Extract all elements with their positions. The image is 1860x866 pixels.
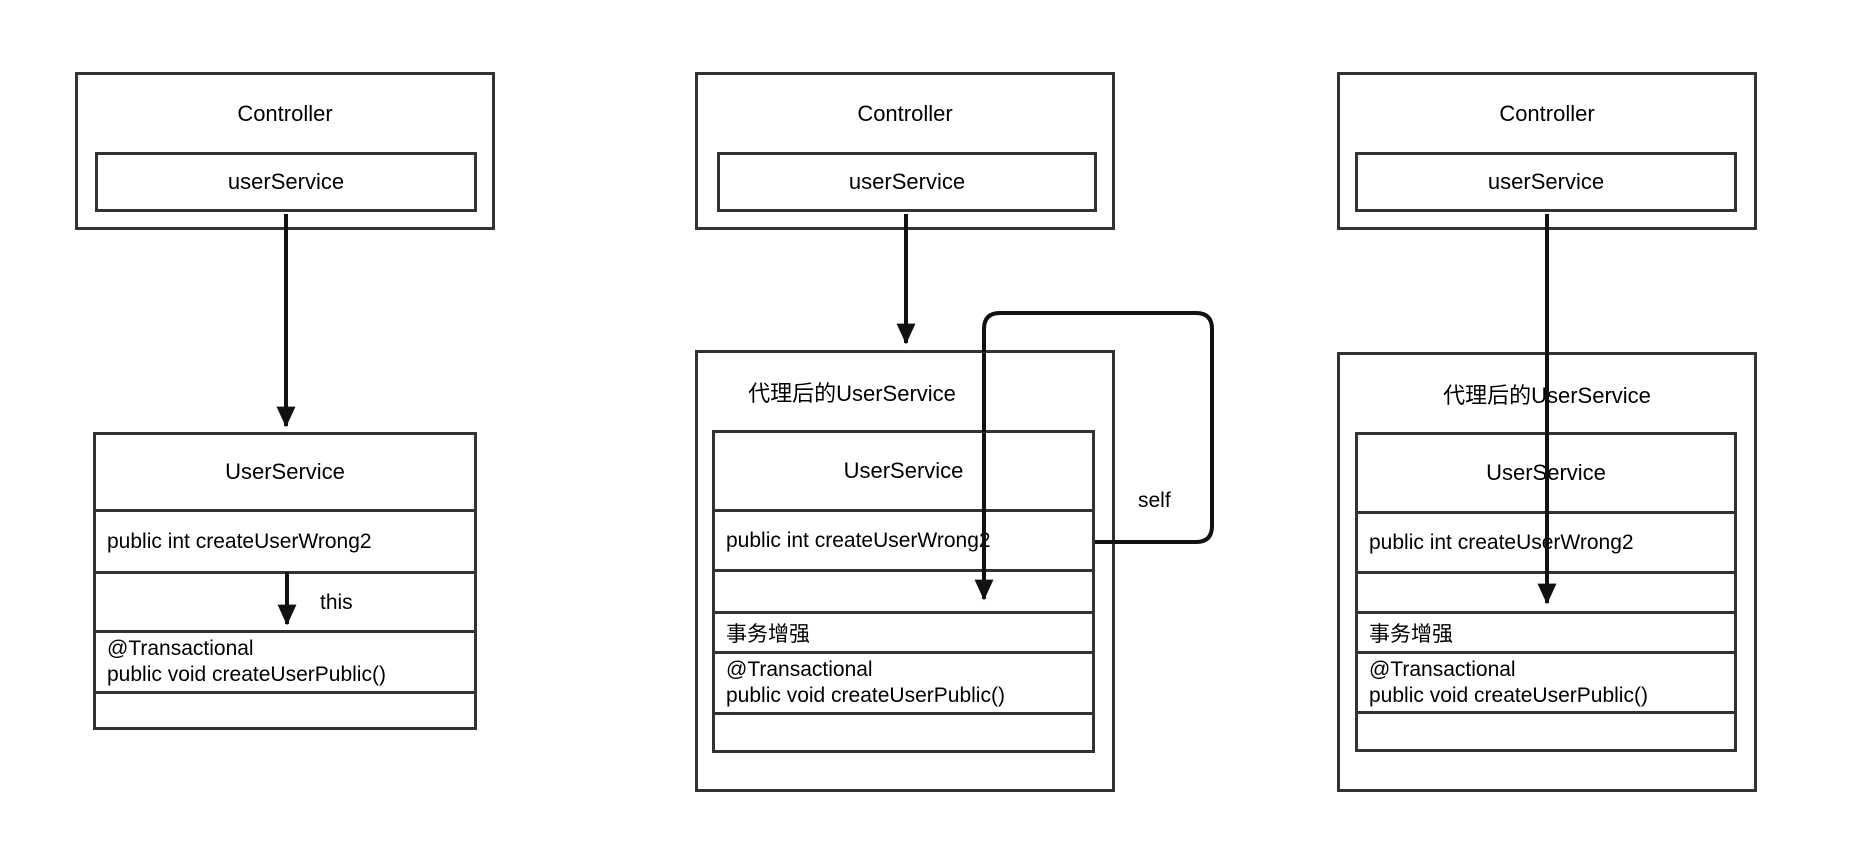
proxied-userservice-box: 代理后的UserService UserService public int c… — [1337, 352, 1757, 792]
self-call-label: self — [1138, 489, 1171, 512]
this-call-label: this — [320, 591, 353, 614]
class-header: UserService — [1486, 460, 1606, 485]
userservice-field: userService — [1355, 152, 1737, 212]
annotation-line: @Transactional — [726, 658, 873, 681]
enhancement-row: 事务增强 — [715, 611, 1092, 651]
annotation-line: @Transactional — [107, 637, 254, 660]
method-line: public void createUserPublic() — [1369, 683, 1648, 707]
spacer-row — [96, 571, 474, 630]
method-line: public void createUserPublic() — [107, 663, 386, 686]
class-header: UserService — [843, 458, 964, 483]
proxied-userservice-box: 代理后的UserService UserService public int c… — [695, 350, 1115, 792]
annotation-line: @Transactional — [1369, 657, 1516, 681]
spacer-row — [715, 569, 1092, 611]
callee-method-row: @Transactional public void createUserPub… — [715, 651, 1092, 712]
callee-method-row: @Transactional public void createUserPub… — [1358, 651, 1734, 711]
caller-method-row: public int createUserWrong2 — [715, 509, 1092, 569]
empty-row — [715, 712, 1092, 750]
caller-method-row: public int createUserWrong2 — [1358, 511, 1734, 571]
empty-row — [1358, 711, 1734, 749]
class-header: UserService — [225, 459, 345, 484]
userservice-class-box: UserService public int createUserWrong2 … — [93, 432, 477, 730]
caller-method-row: public int createUserWrong2 — [96, 509, 474, 571]
enhancement-row: 事务增强 — [1358, 611, 1734, 651]
controller-title: Controller — [237, 101, 333, 126]
userservice-field: userService — [95, 152, 477, 212]
userservice-field: userService — [717, 152, 1097, 212]
proxy-title: 代理后的UserService — [1443, 383, 1651, 408]
empty-row — [96, 691, 474, 727]
proxy-title: 代理后的UserService — [748, 381, 956, 406]
controller-box: Controller userService — [75, 72, 495, 230]
controller-box: Controller userService — [1337, 72, 1757, 230]
controller-title: Controller — [857, 101, 953, 126]
controller-box: Controller userService — [695, 72, 1115, 230]
userservice-class-box: UserService public int createUserWrong2 … — [712, 430, 1095, 753]
userservice-class-box: UserService public int createUserWrong2 … — [1355, 432, 1737, 752]
callee-method-row: @Transactional public void createUserPub… — [96, 630, 474, 691]
spacer-row — [1358, 571, 1734, 611]
controller-title: Controller — [1499, 101, 1595, 126]
method-line: public void createUserPublic() — [726, 684, 1005, 707]
